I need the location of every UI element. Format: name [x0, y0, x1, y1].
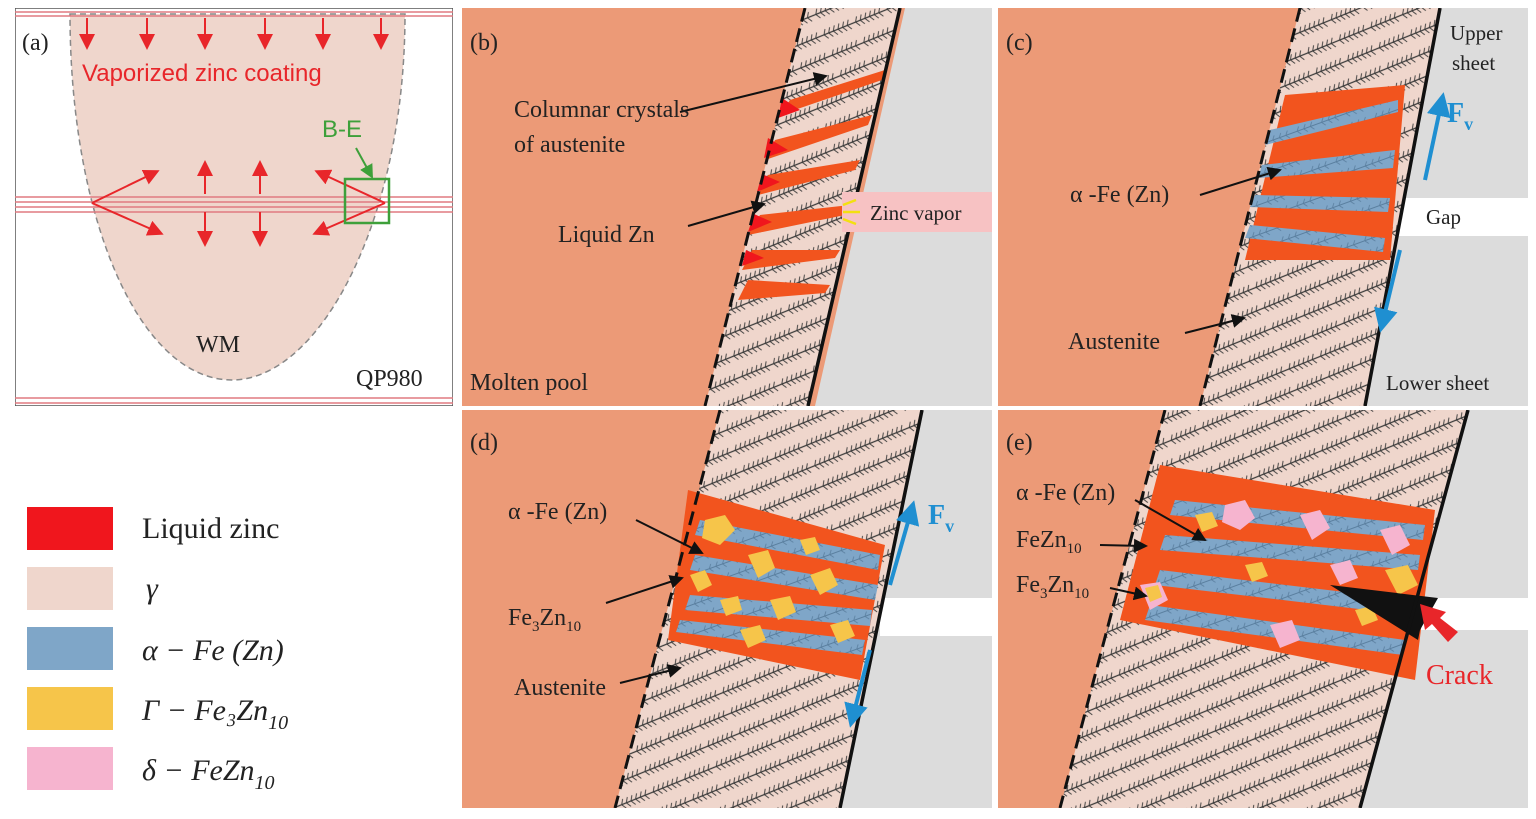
box-label: B-E — [322, 116, 362, 143]
liquid-zn-label: Liquid Zn — [558, 222, 655, 248]
force-label-d: Fv — [928, 500, 954, 536]
upper-sheet-1: Upper — [1450, 21, 1502, 45]
panel-d-label: (d) — [470, 430, 498, 456]
liquid-zinc-films — [738, 70, 885, 300]
zinc-vapor-label: Zinc vapor — [870, 201, 962, 225]
legend-swatch-delta-phase — [27, 747, 113, 790]
panel-a-label: (a) — [22, 30, 49, 56]
gap-label: Gap — [1426, 205, 1461, 229]
b-e-box — [343, 177, 391, 225]
legend-label-gamma: γ — [146, 572, 159, 605]
force-label-c: Fv — [1447, 98, 1473, 134]
legend-swatch-alpha — [27, 627, 113, 670]
lower-sheet-label: Lower sheet — [1386, 371, 1489, 395]
legend-swatch-liquid-zinc — [27, 507, 113, 550]
austenite-columns — [705, 8, 900, 406]
fezn10-label-e: FeZn10 — [1016, 527, 1082, 557]
fe3zn10-label-e: Fe3Zn10 — [1016, 572, 1089, 602]
wm-label: WM — [196, 332, 240, 358]
molten-pool-label: Molten pool — [470, 370, 588, 396]
legend — [27, 507, 113, 790]
alpha-label-c: α -Fe (Zn) — [1070, 182, 1169, 208]
legend-swatch-gamma — [27, 567, 113, 610]
crack-label: Crack — [1426, 660, 1493, 691]
legend-label-gamma-phase: Γ − Fe₃Zn10 — [141, 694, 288, 734]
gamma-phase-particles-e — [1145, 512, 1418, 626]
panel-e-label: (e) — [1006, 430, 1033, 456]
austenite-label-c: Austenite — [1068, 329, 1160, 355]
material-label: QP980 — [356, 366, 423, 392]
upper-sheet-2: sheet — [1452, 51, 1495, 75]
legend-label-liquid-zinc: Liquid zinc — [142, 512, 279, 545]
panel-b-label: (b) — [470, 30, 498, 56]
legend-label-alpha: α − Fe (Zn) — [142, 634, 284, 667]
vapor-arrows-middle — [91, 160, 386, 247]
columnar-text-2: of austenite — [514, 132, 625, 158]
legend-swatch-gamma-phase — [27, 687, 113, 730]
panel-e — [998, 410, 1528, 808]
vapor-arrows-top — [79, 18, 389, 50]
legend-label-delta-phase: δ − FeZn10 — [142, 754, 275, 794]
columnar-text-1: Columnar crystals — [514, 97, 689, 123]
austenite-label-d: Austenite — [514, 675, 606, 701]
alpha-fe-dendrites-c — [1245, 100, 1398, 252]
fe3zn10-label-d: Fe3Zn10 — [508, 605, 581, 635]
panel-d — [462, 410, 992, 808]
coating-text: Vaporized zinc coating — [82, 60, 322, 87]
panel-c-label: (c) — [1006, 30, 1033, 56]
panel-a — [15, 8, 453, 406]
alpha-label-d: α -Fe (Zn) — [508, 499, 607, 525]
panel-c — [998, 8, 1528, 406]
gamma-phase-particles-d — [690, 515, 855, 648]
crack-arrow — [1420, 604, 1458, 642]
zinc-coating-lines — [15, 11, 453, 404]
alpha-label-e: α -Fe (Zn) — [1016, 480, 1115, 506]
panel-b — [462, 8, 992, 406]
